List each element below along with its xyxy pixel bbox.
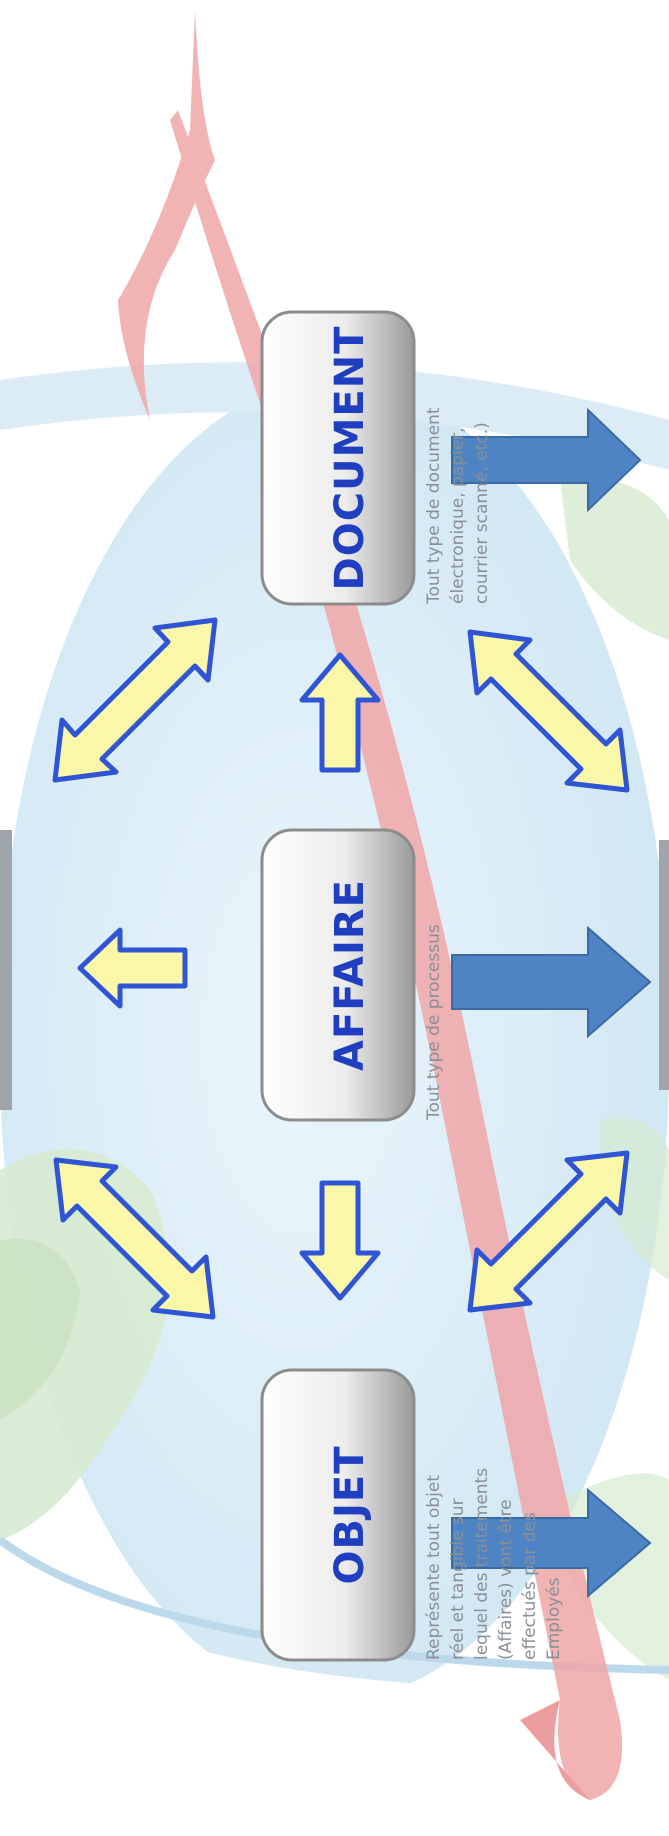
affaire-label: AFFAIRE (330, 830, 370, 1120)
affaire-description: Tout type de processus (422, 924, 446, 1120)
document-label: DOCUMENT (330, 312, 370, 604)
document-description-line: électronique, papier, (446, 407, 470, 604)
objet-description: Représente tout objet réel et tangible s… (422, 1468, 566, 1660)
document-description-line: Tout type de document (422, 407, 446, 604)
left-edge-box-fragment (0, 830, 12, 1110)
objet-description-line: réel et tangible sur (446, 1468, 470, 1660)
objet-description-line: effectués par des (518, 1468, 542, 1660)
objet-description-line: lequel des traitements (470, 1468, 494, 1660)
right-edge-box-fragment (659, 840, 669, 1090)
objet-description-line: (Affaires) vont être (494, 1468, 518, 1660)
document-description-line: courrier scanné, etc.) (470, 407, 494, 604)
objet-description-line: Employés (542, 1468, 566, 1660)
document-description: Tout type de document électronique, papi… (422, 407, 494, 604)
objet-label: OBJET (330, 1370, 370, 1660)
affaire-description-line: Tout type de processus (422, 924, 446, 1120)
objet-description-line: Représente tout objet (422, 1468, 446, 1660)
